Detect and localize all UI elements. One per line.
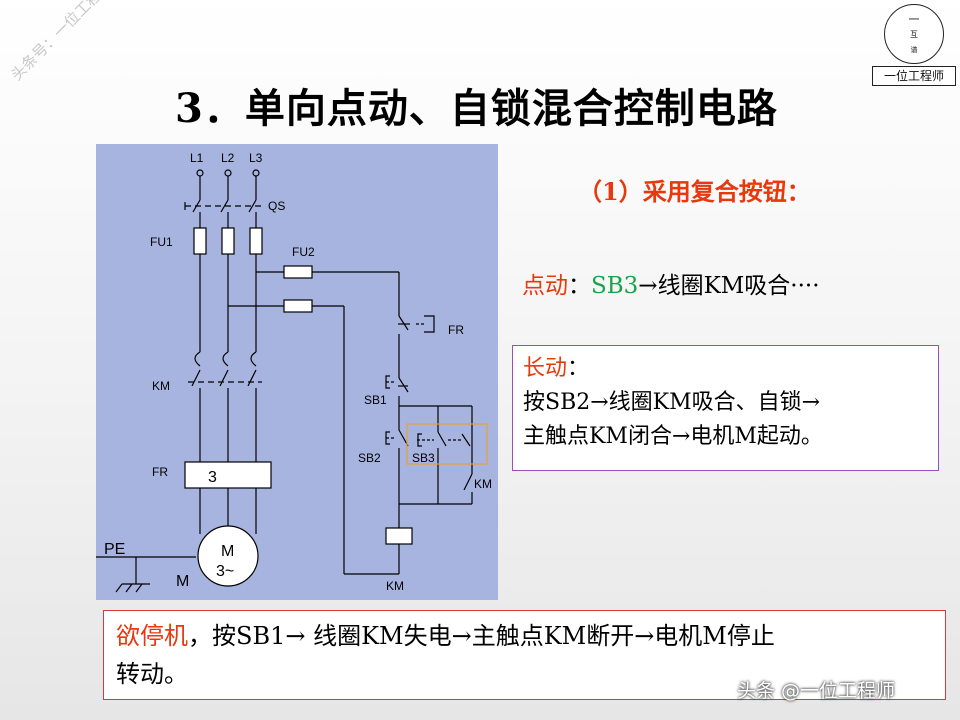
logo-glyph-mid: 互 [910,30,918,39]
jog-rest: →线圈KM吸合···· [638,273,820,299]
circuit-svg: L1 L2 L3 QS FU1 FU2 FR KM FR 3 PE M M 3~… [96,151,492,593]
logo-label: 一位工程师 [872,66,956,86]
stop-box: 欲停机，按SB1→ 线圈KM失电→主触点KM断开→电机M停止 转动。 [103,610,946,700]
bottom-watermark: 头条 @一位工程师 [737,680,896,702]
label-qs: QS [268,199,285,213]
fr-thermal-element [184,461,272,489]
stop-label: 欲停机 [116,622,188,650]
terminal-l1 [196,169,204,177]
label-sb2: SB2 [358,451,381,465]
subtitle: （1）采用复合按钮： [578,177,811,206]
jog-label: 点动 [522,273,568,299]
label-fr-element: 3 [208,469,217,486]
km-main-contact-1 [191,369,201,387]
page-title: 3．单向点动、自锁混合控制电路 [175,85,778,132]
label-l3: L3 [249,151,263,165]
circuit-diagram: L1 L2 L3 QS FU1 FU2 FR KM FR 3 PE M M 3~… [96,144,498,600]
long-run-box: 长动： 按SB2→线圈KM吸合、自锁→ 主触点KM闭合→电机M起动。 [512,345,939,471]
km-coil [385,527,413,545]
terminal-l3 [252,169,260,177]
fu1-fuse-1 [193,227,207,255]
sb3-highlight [406,423,488,465]
label-km-coil: KM [386,579,404,593]
label-l1: L1 [190,151,204,165]
label-l2: L2 [221,151,235,165]
label-fr-main: FR [152,465,168,479]
fu2-fuse-bottom [283,299,313,313]
motor-symbol [197,525,259,587]
jog-colon: ： [568,273,591,299]
fu2-fuse-top [283,265,313,279]
terminal-l2 [224,169,232,177]
stop-line2: 转动。 [116,660,188,688]
label-motor-phase: 3~ [216,563,234,580]
long-run-line1: 按SB2→线圈KM吸合、自锁→ [523,390,821,415]
label-pe: PE [104,541,125,558]
long-run-label: 长动 [523,356,568,381]
label-motor-m: M [221,543,234,560]
jog-description: 点动：SB3→线圈KM吸合···· [522,266,820,300]
logo: 一 互 谱 一位工程师 [872,4,956,88]
logo-glyph-top: 一 [908,13,920,26]
label-km-aux: KM [474,477,492,491]
long-run-colon: ： [567,356,590,381]
long-run-line2: 主触点KM闭合→电机M起动。 [523,424,823,449]
stop-line1: ，按SB1→ 线圈KM失电→主触点KM断开→电机M停止 [188,622,775,650]
fu1-fuse-3 [249,227,263,255]
logo-seal: 一 互 谱 [884,4,944,64]
label-km-main: KM [152,379,170,393]
label-fu1: FU1 [150,235,173,249]
label-sb1: SB1 [364,393,387,407]
label-fr-contact: FR [448,323,464,337]
label-sb3: SB3 [412,451,435,465]
label-fu2: FU2 [292,245,315,259]
jog-button: SB3 [591,273,639,299]
logo-glyph-bottom: 谱 [910,46,918,54]
fu1-fuse-2 [221,227,235,255]
label-motor: M [176,573,189,590]
diagonal-watermark: 头条号：一位工程师 [7,0,116,85]
